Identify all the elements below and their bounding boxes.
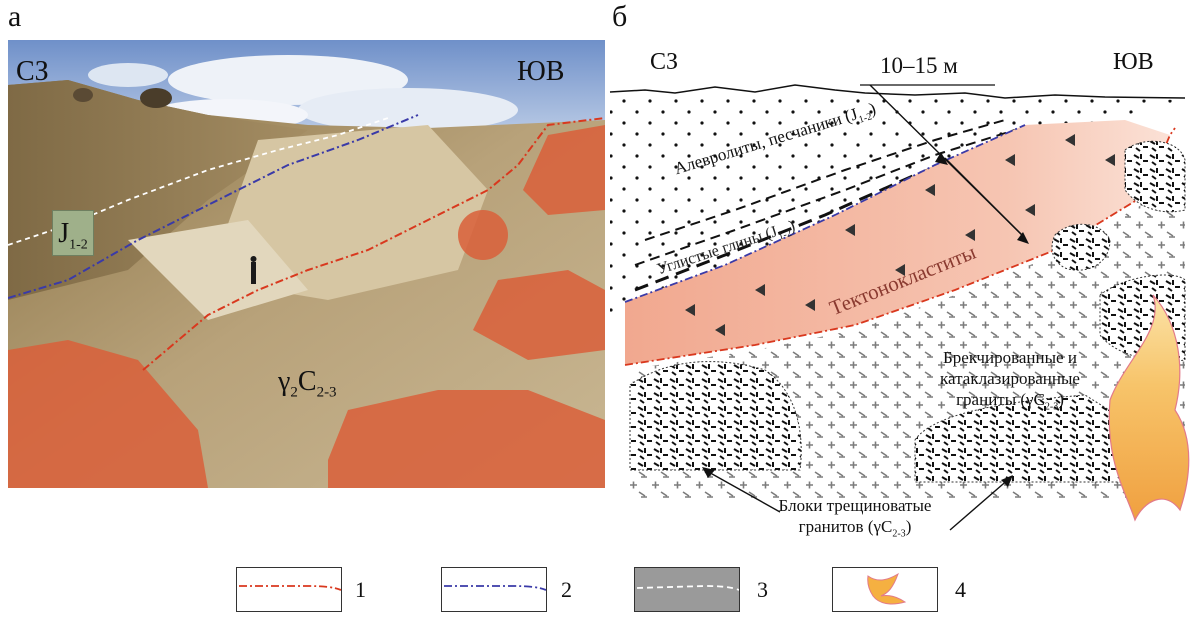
- blocks-line-2: гранитов (γC2-3): [770, 516, 940, 544]
- panel-a-nw-label: СЗ: [16, 56, 49, 87]
- j-letter: J: [58, 218, 70, 249]
- legend-swatch-2: [441, 567, 547, 612]
- panel-a-se-label: ЮВ: [517, 56, 565, 87]
- panel-a-j-label: J1-2: [52, 210, 94, 256]
- gamma-sub1: 2: [290, 384, 298, 401]
- gamma-main: C: [297, 366, 317, 397]
- legend-swatch-1: [236, 567, 342, 612]
- brecciated-text-3: граниты (γC: [956, 390, 1045, 409]
- blocks-text-2: гранитов (γC: [798, 517, 893, 536]
- blocks-close: ): [905, 517, 912, 536]
- blocks-sub: 2-3: [892, 528, 906, 540]
- blocks-label: Блоки трещиноватые гранитов (γC2-3): [770, 495, 940, 544]
- brecciated-line-2: катаклазированные: [940, 369, 1080, 388]
- brecciated-line-3: граниты (γC2-3): [925, 389, 1095, 417]
- panel-b-scale-label: 10–15 м: [880, 53, 958, 78]
- blocks-line-1: Блоки трещиноватые: [778, 496, 932, 515]
- gamma-letter: γ: [278, 366, 291, 397]
- legend-num-2: 2: [561, 577, 572, 602]
- brecciated-close: ): [1058, 390, 1064, 409]
- legend-num-4: 4: [955, 577, 966, 602]
- panel-b-se-label: ЮВ: [1113, 49, 1154, 75]
- panel-a-photo: [8, 40, 605, 488]
- panel-a-letter: а: [8, 0, 22, 33]
- panel-b-section: [609, 84, 1190, 531]
- legend-num-1: 1: [355, 577, 366, 602]
- gamma-sub2: 2-3: [316, 384, 337, 401]
- brecciated-label: Брекчированные и катаклазированные грани…: [925, 347, 1095, 417]
- brecciated-sub: 2-3: [1044, 401, 1059, 413]
- panel-b-nw-label: СЗ: [650, 49, 679, 75]
- j-sub: 1-2: [69, 237, 88, 253]
- panel-a-gamma-label: γ2C2-3: [278, 368, 337, 401]
- flame-icon: [867, 572, 907, 605]
- legend-num-3: 3: [757, 577, 768, 602]
- legend-swatch-3: [634, 567, 740, 612]
- legend-swatch-4: [832, 567, 938, 612]
- brecciated-line-1: Брекчированные и: [943, 348, 1077, 367]
- panel-b-letter: б: [612, 0, 628, 33]
